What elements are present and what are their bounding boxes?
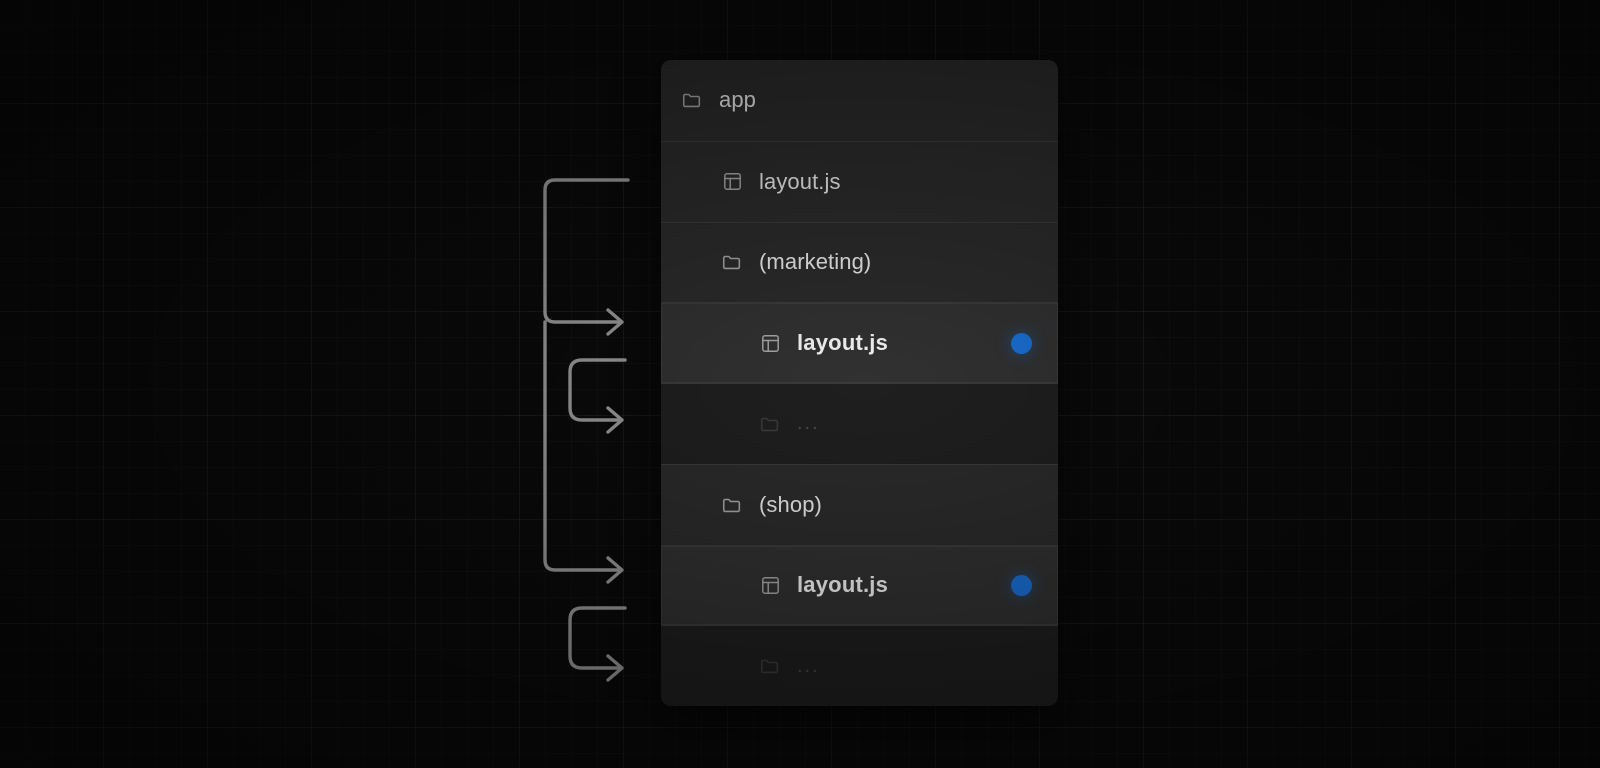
- tree-row-ellipsis[interactable]: ...: [661, 383, 1058, 464]
- status-dot: [1011, 574, 1032, 596]
- folder-icon: [681, 89, 703, 111]
- status-dot: [1011, 332, 1032, 354]
- arrow-head-1: [606, 308, 624, 336]
- tree-row-label: ...: [797, 412, 820, 435]
- connector-path-long: [543, 320, 622, 572]
- connector-path-top: [543, 178, 630, 324]
- tree-row-label: app: [719, 87, 757, 113]
- layout-icon: [759, 574, 781, 596]
- arrow-head-4: [606, 654, 624, 682]
- layout-icon: [759, 332, 781, 354]
- tree-row-label: ...: [797, 654, 820, 677]
- layout-icon: [721, 171, 743, 193]
- tree-row[interactable]: (marketing): [661, 221, 1058, 303]
- tree-row-label: (shop): [759, 491, 822, 517]
- folder-icon: [759, 413, 781, 435]
- arrow-head-3: [606, 556, 624, 584]
- tree-row[interactable]: (shop): [661, 463, 1058, 545]
- tree-row[interactable]: layout.js: [661, 140, 1058, 222]
- arrow-head-2: [606, 406, 624, 434]
- tree-row[interactable]: app: [661, 60, 1058, 141]
- tree-row-label: layout.js: [797, 330, 889, 356]
- folder-icon: [759, 655, 781, 677]
- folder-icon: [721, 494, 743, 516]
- file-tree-panel: app layout.js (marketing): [661, 60, 1058, 706]
- tree-row-highlighted[interactable]: layout.js: [661, 544, 1058, 626]
- connector-path-fourth: [568, 606, 627, 670]
- connector-path-second: [568, 358, 627, 422]
- tree-row-highlighted[interactable]: layout.js: [661, 302, 1058, 383]
- tree-row-label: layout.js: [797, 572, 889, 598]
- tree-row-label: layout.js: [759, 168, 841, 194]
- folder-icon: [721, 251, 743, 273]
- tree-row-label: (marketing): [759, 249, 872, 275]
- tree-row-ellipsis[interactable]: ...: [661, 625, 1058, 706]
